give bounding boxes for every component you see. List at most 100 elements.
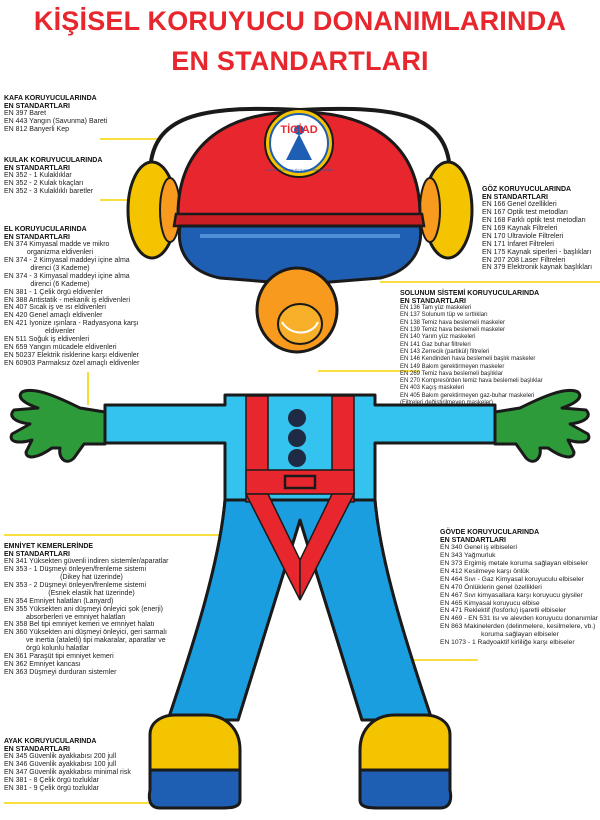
list-item: EN 407 Sıcak iş ve ısı eldivenleri xyxy=(4,304,106,312)
list-item: EN 403 Kaçış maskeleri xyxy=(400,385,465,392)
list-item: (Dikey hat üzerinde) xyxy=(60,574,123,581)
list-item: EN 469 - EN 531 Isı ve alevden koruyucu … xyxy=(440,615,598,623)
section-header: EL KORUYUCULARINDA xyxy=(4,226,87,233)
section-kulak: KULAK KORUYUCULARINDA EN STANDARTLARI EN… xyxy=(4,157,174,196)
list-item: organizma eldivenleri xyxy=(26,249,94,257)
list-item: EN 374 - 3 Kimyasal maddeyi içine alma xyxy=(4,272,130,280)
list-item: EN 345 Güvenlik ayakkabısı 200 jull xyxy=(4,753,117,761)
list-item: EN 374 Kimyasal madde ve mikro xyxy=(4,241,110,249)
list-item: direnci (3 Kademe) xyxy=(30,264,90,272)
section-header: EN STANDARTLARI xyxy=(482,193,548,201)
section-ayak: AYAK KORUYUCULARINDA EN STANDARTLARI EN … xyxy=(4,738,144,793)
section-header: EN STANDARTLARI xyxy=(440,536,506,544)
boots xyxy=(147,713,453,810)
boot-left-sole xyxy=(147,768,242,810)
title-line-2: EN STANDARTLARI xyxy=(171,46,429,76)
list-item: EN 169 Kaynak Filtreleri xyxy=(482,224,558,232)
list-item: EN 381 - 8 Çelik örgü tozluklar xyxy=(4,776,99,784)
list-item: EN 471 Reklektif (fosforlu) işaretli elb… xyxy=(440,607,566,615)
list-item: EN 352 - 1 Kulaklıklar xyxy=(4,172,72,180)
list-item: EN 341 Yüksekten güvenli indiren sisteml… xyxy=(4,558,169,566)
list-item: EN 381 - 9 Çelik örgü tozluklar xyxy=(4,784,99,792)
list-item: EN 388 Antistatik - mekanik iş eldivenle… xyxy=(4,296,131,304)
list-item: EN 361 Paraşüt tipi emniyet kemeri xyxy=(4,653,114,661)
list-item: EN 443 Yangın (Savunma) Bareti xyxy=(4,118,108,126)
suit-buttons xyxy=(288,409,306,467)
list-item: EN 358 Bel tipi emniyet kemeri ve emniye… xyxy=(4,621,155,629)
harness-leg-right xyxy=(299,493,356,601)
list-item: EN 354 Emniyet halatları (Lanyard) xyxy=(4,597,114,605)
standards-list: EN 352 - 1 Kulaklıklar EN 352 - 2 Kulak … xyxy=(4,172,174,196)
list-item: (Filtreleri değiştirilmeyen maskeler) xyxy=(400,400,494,407)
standards-list: EN 397 Baret EN 443 Yangın (Savunma) Bar… xyxy=(4,110,174,134)
list-item: direnci (6 Kademe) xyxy=(30,280,90,288)
list-item: EN 149 Bakım gerektirmeyen maskeler xyxy=(400,363,505,370)
list-item: EN 405 Bakım gerektirmeyen gaz-buhar mas… xyxy=(400,392,535,399)
list-item: EN 207 208 Laser Filtreleri xyxy=(482,256,566,264)
logo-ring-text: TÜRKİYE İŞ GÜVENLİĞİ İŞ ADAMLARI DERNEĞİ xyxy=(265,167,333,172)
section-header: SOLUNUM SİSTEMİ KORUYUCULARINDA xyxy=(400,290,540,297)
list-item: EN 167 Optik test metodları xyxy=(482,209,568,217)
list-item: EN 464 Sıvı - Gaz Kimyasal koruyuculu el… xyxy=(440,575,584,583)
list-item: EN 465 Kimyasal koruyucu elbise xyxy=(440,599,540,607)
list-item: EN 355 Yüksekten ani düşmeyi önleyici şo… xyxy=(4,605,164,613)
standards-list: EN 374 Kimyasal madde ve mikro organizma… xyxy=(4,241,139,368)
section-solunum: SOLUNUM SİSTEMİ KORUYUCULARINDA EN STAND… xyxy=(400,290,590,407)
glove-left xyxy=(9,388,107,463)
list-item: EN 470 Önlüklerin genel özellikleri xyxy=(440,583,542,591)
list-item: EN 346 Güvenlik ayakkabısı 100 jull xyxy=(4,761,117,769)
list-item: EN 138 Temiz hava beslemeli maskeler xyxy=(400,319,505,326)
list-item: EN 352 - 2 Kulak tıkaçları xyxy=(4,180,84,188)
standards-list: EN 136 Tam yüz maskeleri EN 137 Solunum … xyxy=(400,305,590,407)
list-item: EN 50237 Elektrik risklerine karşı eldiv… xyxy=(4,351,139,359)
list-item: EN 139 Temiz hava beslemeli maskeler xyxy=(400,327,505,334)
section-emniyet: EMNİYET KEMERLERİNDE EN STANDARTLARI EN … xyxy=(4,543,179,677)
tigiad-logo xyxy=(264,108,334,178)
list-item: EN 363 Düşmeyi durduran sistemler xyxy=(4,668,117,676)
section-header: GÖVDE KORUYUCULARINDA xyxy=(440,529,540,536)
list-item: eldivenler xyxy=(45,328,75,336)
title-line-1: KİŞİSEL KORUYUCU DONANIMLARINDA xyxy=(33,6,567,36)
section-header: EN STANDARTLARI xyxy=(4,233,70,241)
list-item: EN 360 Yüksekten ani düşmeyi önleyici, g… xyxy=(4,629,167,637)
list-item: EN 143 Zerrecik (partikül) filtreleri xyxy=(400,348,490,355)
section-header: EN STANDARTLARI xyxy=(400,297,466,305)
section-header: GÖZ KORUYUCULARINDA xyxy=(482,186,572,193)
suit-legs-shade xyxy=(166,498,434,722)
section-header: EN STANDARTLARI xyxy=(4,745,70,753)
list-item: EN 511 Soğuk iş eldivenleri xyxy=(4,336,90,344)
list-item: EN 340 Genel iş elbiseleri xyxy=(440,544,517,552)
list-item: EN 352 - 3 Kulaklıklı baretler xyxy=(4,188,94,195)
respirator-filter xyxy=(277,303,323,345)
list-item: EN 467 Sıvı kimyasallara karşı koruyucu … xyxy=(440,591,583,599)
list-item: örgü kolunlu halatlar xyxy=(26,645,90,653)
list-item: EN 381 - 1 Çelik örgü eldivenler xyxy=(4,288,103,296)
list-item: EN 140 Yarım yüz maskeleri xyxy=(400,334,476,341)
list-item: EN 353 - 1 Düşmeyi önleyen/frenleme sist… xyxy=(4,566,147,574)
glove-right xyxy=(493,388,591,463)
list-item: EN 347 Güvenlik ayakkabısı minimal risk xyxy=(4,769,131,776)
section-el: EL KORUYUCULARINDA EN STANDARTLARI EN 37… xyxy=(4,226,139,368)
list-item: EN 175 Kaynak siperleri - başlıkları xyxy=(482,248,592,256)
list-item: EN 863 Makinelerden (delinmelere, kesilm… xyxy=(440,623,596,631)
section-header: EN STANDARTLARI xyxy=(4,164,70,172)
list-item: EN 170 Ultraviole Filtreleri xyxy=(482,232,564,240)
standards-list: EN 166 Genel özellikleri EN 167 Optik te… xyxy=(482,201,600,272)
list-item: EN 421 İyonize ışınlara - Radyasyona kar… xyxy=(4,320,139,328)
section-header: EN STANDARTLARI xyxy=(4,102,70,110)
ear-cup-right xyxy=(419,177,441,243)
helmet-brim xyxy=(172,212,426,228)
harness-buckle xyxy=(283,474,317,490)
list-item: ve inertia (ataletli) tipi makaralar, ap… xyxy=(26,637,166,645)
list-item: EN 362 Emniyet kancası xyxy=(4,660,81,668)
section-goz: GÖZ KORUYUCULARINDA EN STANDARTLARI EN 1… xyxy=(482,186,600,272)
list-item: EN 659 Yangın mücadele eldivenleri xyxy=(4,343,117,351)
section-header: EN STANDARTLARI xyxy=(4,550,70,558)
list-item: EN 374 - 2 Kimyasal maddeyi içine alma xyxy=(4,257,130,264)
list-item: EN 270 Kompresörden temiz hava beslemeli… xyxy=(400,378,543,385)
standards-list: EN 341 Yüksekten güvenli indiren sisteml… xyxy=(4,558,179,677)
list-item: EN 812 Banyerli Kep xyxy=(4,126,69,133)
list-item: EN 412 Kesilmeye karşı önlük xyxy=(440,567,530,575)
list-item: (Esnek elastik hat üzerinde) xyxy=(48,589,135,597)
